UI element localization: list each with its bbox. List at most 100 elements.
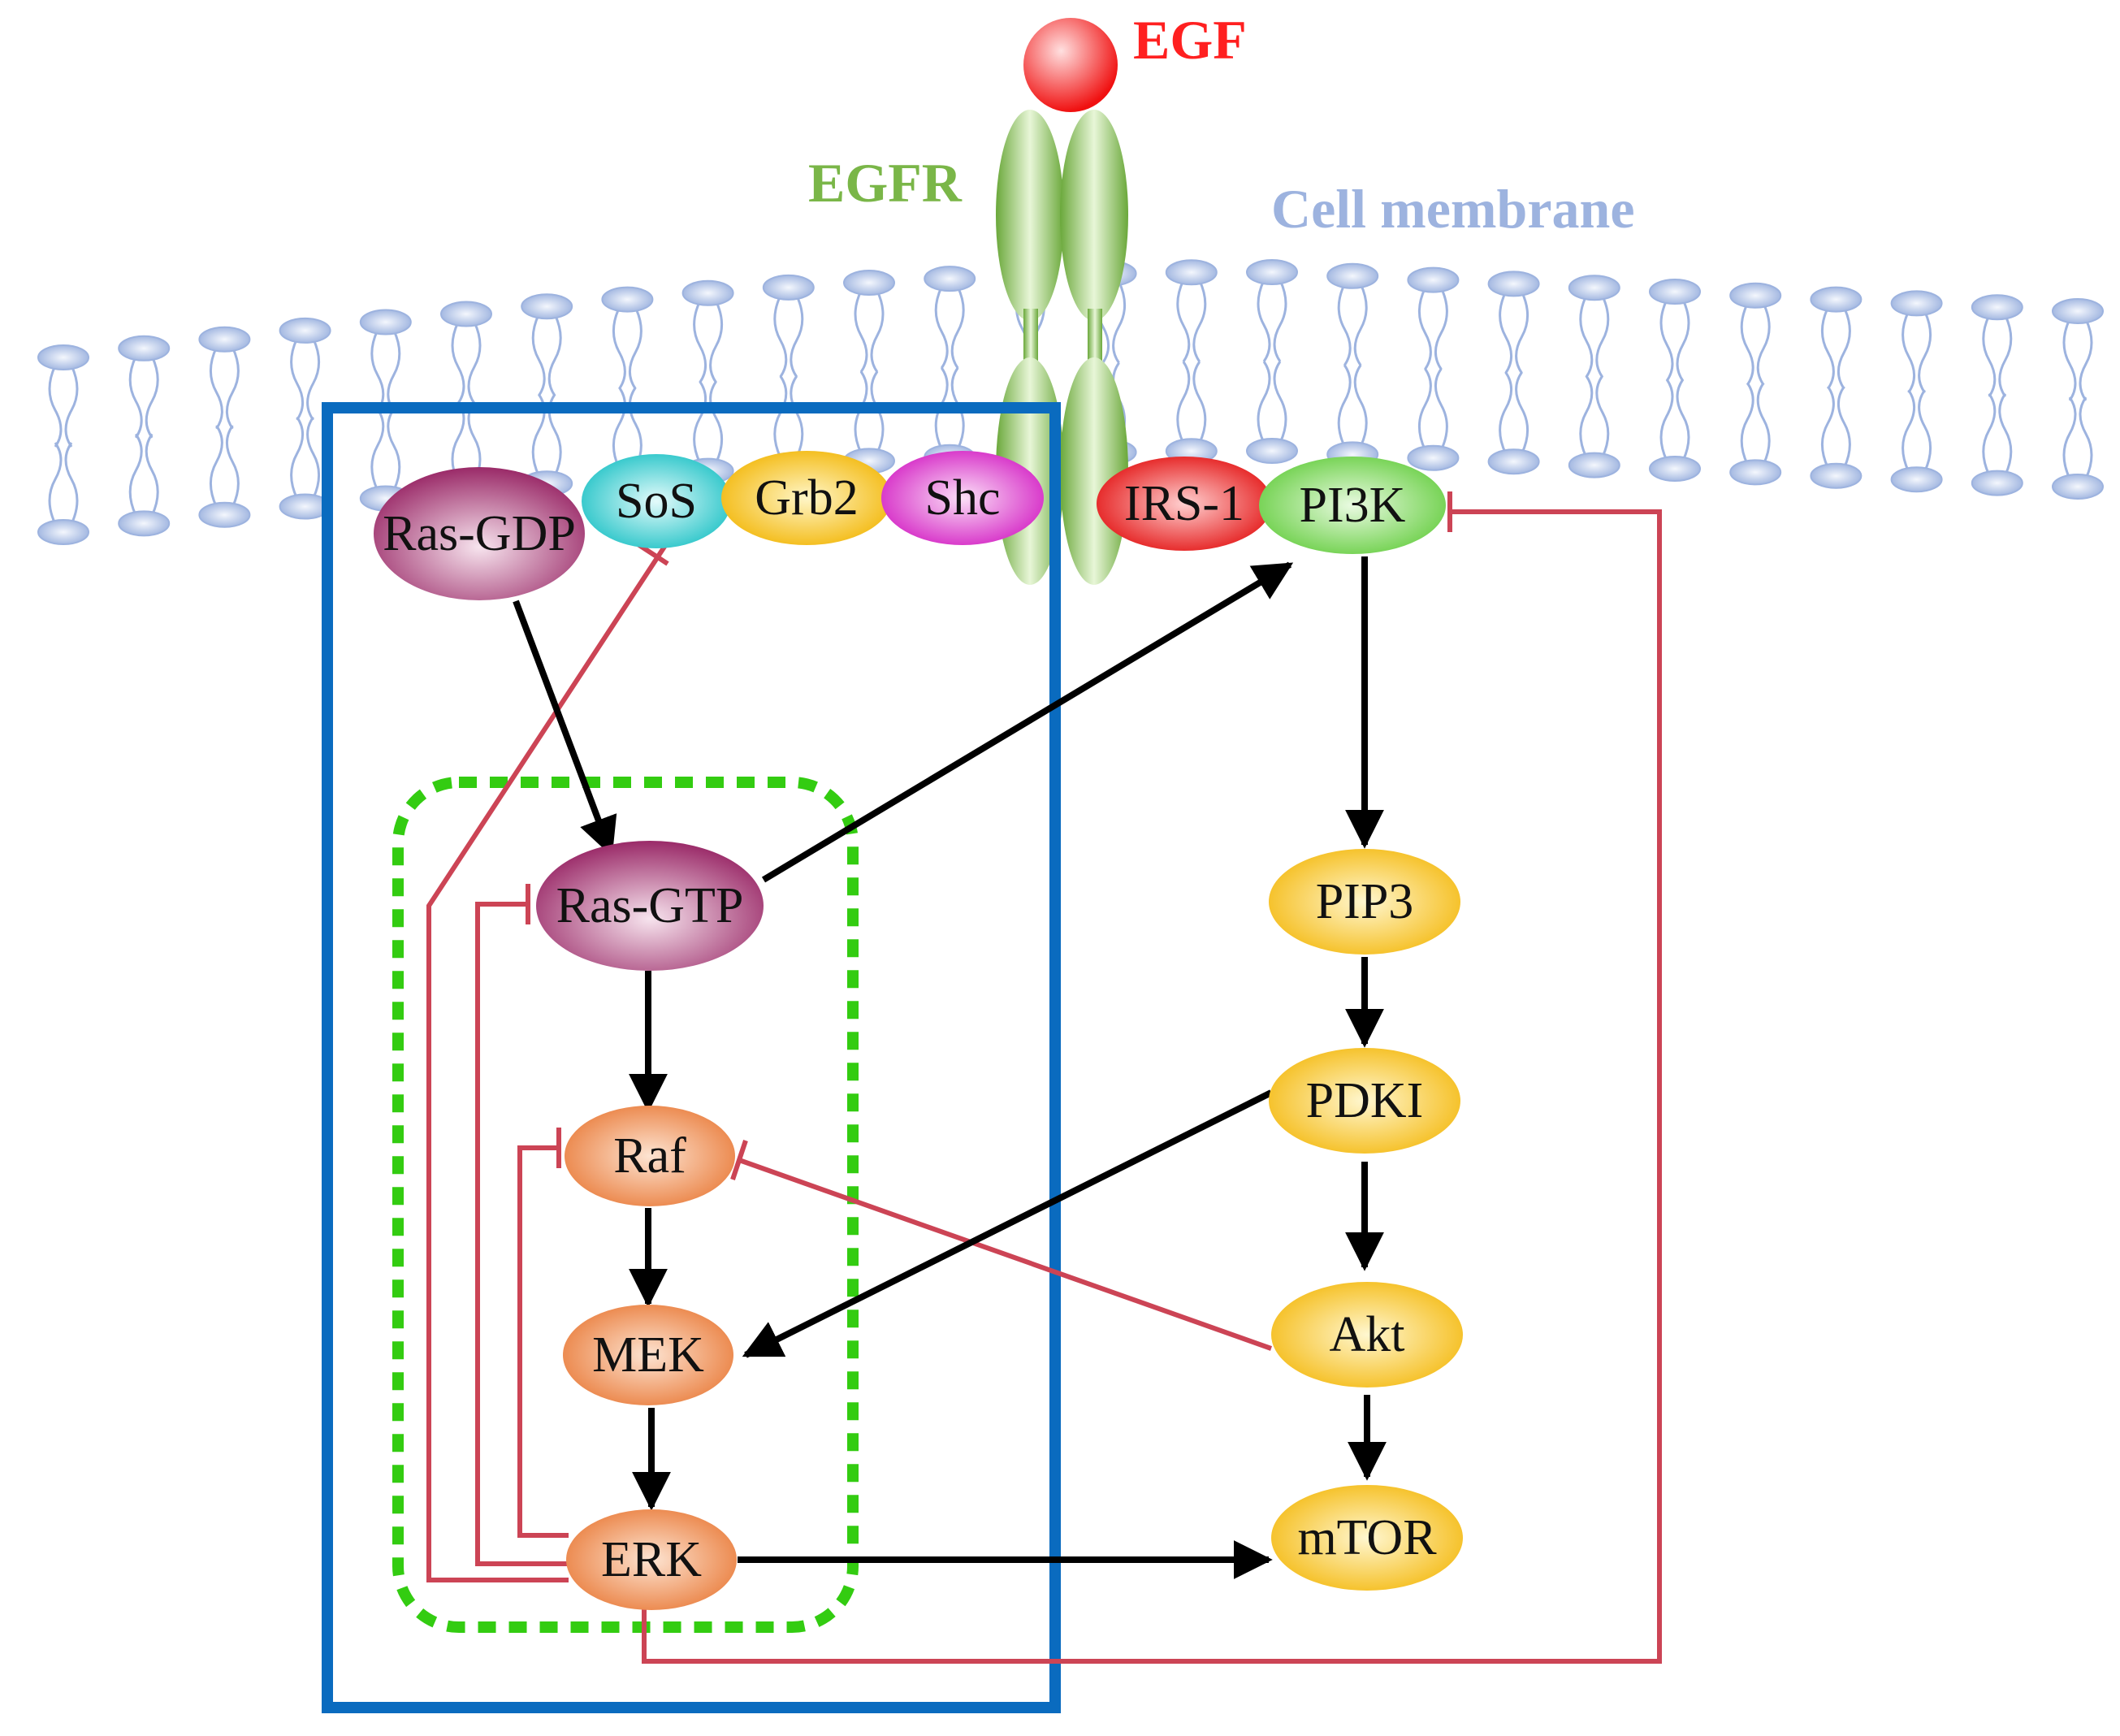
node-raf: Raf bbox=[565, 1106, 735, 1206]
arrow-ras-gtp-to-pi3k bbox=[761, 561, 1294, 883]
lipid-tails bbox=[1337, 284, 1368, 448]
lipid-tails bbox=[1659, 299, 1690, 461]
node-shc: Shc bbox=[881, 451, 1044, 545]
lipid-tails bbox=[1820, 306, 1851, 469]
lipid-head-inner bbox=[1971, 470, 2023, 496]
lipid-head-outer bbox=[2052, 298, 2104, 324]
lipid-tails bbox=[290, 338, 321, 500]
lipid-head-outer bbox=[1246, 259, 1298, 285]
node-ras-gdp: Ras-GDP bbox=[374, 467, 585, 600]
lipid-head-inner bbox=[1810, 462, 1863, 489]
lipid-tails bbox=[612, 306, 642, 470]
inhibition-erk-pi3k bbox=[642, 509, 1662, 1664]
lipid-tails bbox=[1579, 295, 1610, 458]
lipid-tails bbox=[1902, 310, 1932, 472]
inhibition-akt-raf-bar bbox=[730, 1140, 748, 1180]
lipid-head-outer bbox=[1890, 290, 1943, 317]
lipid-tails bbox=[693, 301, 724, 464]
mek-label: MEK bbox=[592, 1327, 704, 1383]
pdki-label: PDKI bbox=[1306, 1073, 1424, 1128]
lipid-head-outer bbox=[118, 335, 171, 361]
lipid-head-outer bbox=[37, 344, 89, 370]
lipid-head-outer bbox=[1326, 262, 1379, 289]
lipid-head-inner bbox=[1649, 456, 1701, 482]
lipid-head-outer bbox=[1729, 282, 1782, 309]
pip3-label: PIP3 bbox=[1316, 874, 1414, 929]
arrow-pdki-to-mek bbox=[742, 1089, 1273, 1358]
mtor-label: mTOR bbox=[1297, 1510, 1437, 1565]
ras-module-dashed-box bbox=[392, 777, 859, 1633]
lipid-head-outer bbox=[521, 293, 573, 320]
lipid-head-outer bbox=[924, 266, 976, 292]
lipid-tails bbox=[209, 347, 240, 508]
ras-gtp-label: Ras-GTP bbox=[556, 878, 744, 933]
node-pip3: PIP3 bbox=[1269, 849, 1460, 955]
lipid-head-outer bbox=[359, 309, 412, 336]
mapk-pathway-box bbox=[322, 402, 1061, 1713]
lipid-head-outer bbox=[1165, 259, 1218, 286]
lipid-head-outer bbox=[601, 286, 654, 313]
lipid-tails bbox=[2062, 318, 2093, 479]
lipid-head-inner bbox=[2052, 474, 2104, 500]
lipid-head-outer bbox=[1810, 286, 1863, 313]
lipid-tails bbox=[934, 286, 965, 450]
lipid-tails bbox=[48, 365, 79, 525]
lipid-tails bbox=[1982, 314, 2013, 476]
lipid-head-outer bbox=[279, 317, 331, 344]
lipid-tails bbox=[1096, 281, 1127, 445]
lipid-tails bbox=[451, 321, 482, 483]
lipid-head-outer bbox=[843, 269, 895, 296]
lipid-tails bbox=[773, 295, 804, 458]
inhibition-akt-raf bbox=[738, 1158, 1273, 1351]
node-mtor: mTOR bbox=[1271, 1485, 1463, 1591]
lipid-head-outer bbox=[1971, 294, 2023, 321]
grb2-label: Grb2 bbox=[755, 470, 858, 526]
lipid-tails bbox=[1257, 279, 1287, 444]
egf-ligand bbox=[1023, 18, 1118, 112]
lipid-head-inner bbox=[37, 519, 89, 545]
lipid-head-outer bbox=[762, 274, 815, 301]
lipid-tails bbox=[531, 314, 562, 476]
lipid-head-outer bbox=[1649, 279, 1701, 305]
lipid-head-inner bbox=[1407, 444, 1460, 471]
lipid-tails bbox=[1176, 279, 1207, 444]
node-sos: SoS bbox=[582, 454, 731, 548]
inhibition-erk-sos bbox=[426, 543, 668, 1582]
shc-label: Shc bbox=[925, 470, 1001, 526]
lipid-tails bbox=[1499, 291, 1529, 454]
erk-label: ERK bbox=[601, 1532, 702, 1587]
lipid-tails bbox=[854, 290, 885, 454]
node-pdki: PDKI bbox=[1269, 1048, 1460, 1154]
lipid-tails bbox=[1740, 303, 1771, 465]
irs1-label: IRS-1 bbox=[1124, 476, 1244, 531]
lipid-head-inner bbox=[1729, 459, 1782, 486]
arrow-ras-gdp-to-ras-gtp bbox=[513, 600, 617, 857]
lipid-head-outer bbox=[198, 326, 251, 353]
lipid-head-outer bbox=[681, 279, 734, 306]
lipid-head-inner bbox=[1890, 466, 1943, 493]
lipid-tails bbox=[1015, 283, 1045, 447]
akt-label: Akt bbox=[1330, 1307, 1405, 1362]
egfr-receptor bbox=[996, 110, 1128, 585]
node-ras-gtp: Ras-GTP bbox=[536, 841, 764, 971]
inhibition-erk-raf bbox=[517, 1145, 569, 1538]
lipid-head-inner bbox=[118, 510, 171, 537]
node-grb2: Grb2 bbox=[721, 451, 892, 545]
raf-label: Raf bbox=[613, 1128, 686, 1184]
lipid-tails bbox=[128, 356, 159, 516]
node-erk: ERK bbox=[566, 1509, 737, 1610]
lipid-head-outer bbox=[1568, 275, 1620, 301]
pi3k-label: PI3K bbox=[1300, 478, 1406, 533]
lipid-head-outer bbox=[1407, 266, 1460, 293]
lipid-head-inner bbox=[1487, 448, 1540, 475]
lipid-head-outer bbox=[1487, 271, 1540, 297]
lipid-head-inner bbox=[1568, 452, 1620, 478]
node-irs1: IRS-1 bbox=[1097, 457, 1272, 551]
lipid-head-inner bbox=[198, 501, 251, 528]
sos-label: SoS bbox=[616, 474, 697, 529]
node-akt: Akt bbox=[1271, 1282, 1463, 1388]
node-pi3k: PI3K bbox=[1259, 457, 1446, 554]
lipid-tails bbox=[1417, 287, 1448, 451]
egf-label: EGF bbox=[1133, 9, 1247, 71]
